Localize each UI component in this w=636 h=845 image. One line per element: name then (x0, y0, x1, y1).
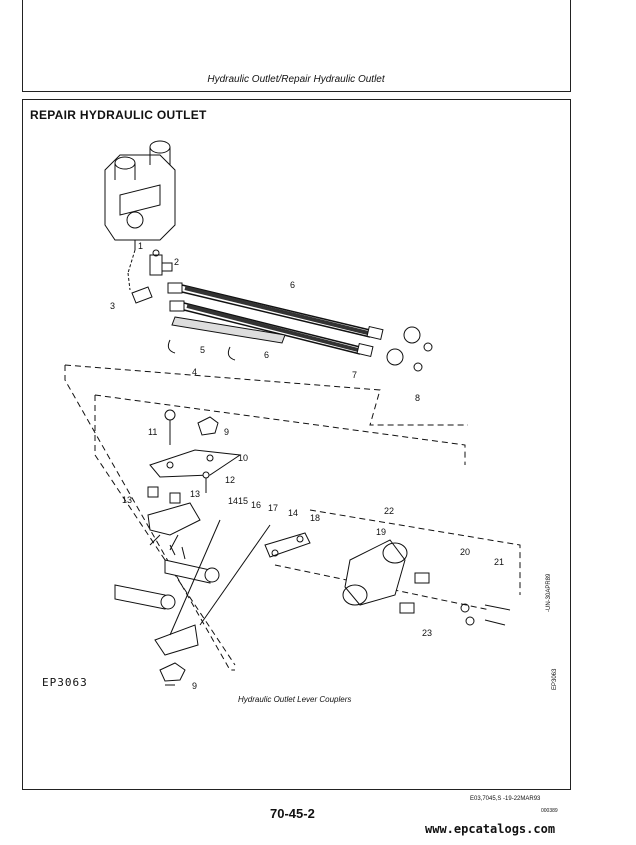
footer-reference-code: E03,7045,S -19-22MAR93 (470, 796, 541, 802)
callout-6b: 6 (264, 350, 269, 360)
coupler-assembly-upper (164, 544, 220, 584)
coupler-fittings (386, 326, 433, 372)
callout-16: 16 (251, 500, 261, 510)
running-header: Hydraulic Outlet/Repair Hydraulic Outlet (207, 74, 385, 85)
callout-14a: 1415 (228, 496, 248, 506)
content-top-rule (22, 99, 571, 100)
callout-20: 20 (460, 547, 470, 557)
frame-right (570, 99, 571, 789)
callout-18: 18 (310, 513, 320, 523)
callout-21: 21 (494, 557, 504, 567)
callout-19: 19 (376, 527, 386, 537)
valve-block (104, 140, 176, 250)
frame-left-top (22, 0, 23, 92)
callout-9a: 9 (224, 427, 229, 437)
side-code-figure: EP3063 (552, 668, 558, 690)
footer-sub-code: 000389 (541, 808, 558, 814)
page-number: 70-45-2 (270, 806, 315, 821)
callout-2: 2 (174, 257, 179, 267)
callout-labels: 1 2 3 4 5 6 6 7 8 9 9 10 11 12 13 13 141… (110, 241, 504, 691)
callout-11: 11 (148, 427, 157, 437)
callout-13b: 13 (190, 489, 200, 499)
content-bottom-rule (22, 789, 571, 790)
callout-17: 17 (268, 503, 278, 513)
side-code-date: -UN-30APR89 (546, 573, 552, 612)
hose-lower (169, 300, 374, 358)
adapter-fitting (131, 286, 153, 304)
coupler-housing (342, 539, 408, 606)
mounting-plate (149, 449, 242, 478)
callout-4: 4 (192, 367, 197, 377)
frame-right-top (570, 0, 571, 92)
link-plate (264, 532, 311, 558)
callout-8: 8 (415, 393, 420, 403)
callout-12: 12 (225, 475, 235, 485)
callout-22: 22 (384, 506, 394, 516)
watermark-url: www.epcatalogs.com (425, 822, 556, 836)
hose-clamp-bar (167, 316, 286, 361)
figure-caption: Hydraulic Outlet Lever Couplers (238, 695, 352, 704)
lever-handle (154, 519, 271, 656)
callout-7: 7 (352, 370, 357, 380)
coupler-assembly-lower (114, 584, 176, 610)
callout-14b: 14 (288, 508, 298, 518)
callout-9b: 9 (192, 681, 197, 691)
elbow-fitting (149, 249, 173, 276)
callout-10: 10 (238, 453, 248, 463)
callout-23: 23 (422, 628, 432, 638)
callout-5: 5 (200, 345, 205, 355)
exploded-parts-diagram: 1 2 3 4 5 6 6 7 8 9 9 10 11 12 13 13 141… (64, 140, 521, 691)
section-title: REPAIR HYDRAULIC OUTLET (30, 108, 207, 122)
callout-6a: 6 (290, 280, 295, 290)
figure-code: EP3063 (42, 676, 88, 689)
callout-3: 3 (110, 301, 115, 311)
hose-upper (167, 282, 384, 341)
callout-1: 1 (138, 241, 143, 251)
lever-bracket (147, 502, 201, 551)
frame-left (22, 99, 23, 789)
header-rule (22, 91, 571, 92)
callout-13a: 13 (122, 495, 132, 505)
